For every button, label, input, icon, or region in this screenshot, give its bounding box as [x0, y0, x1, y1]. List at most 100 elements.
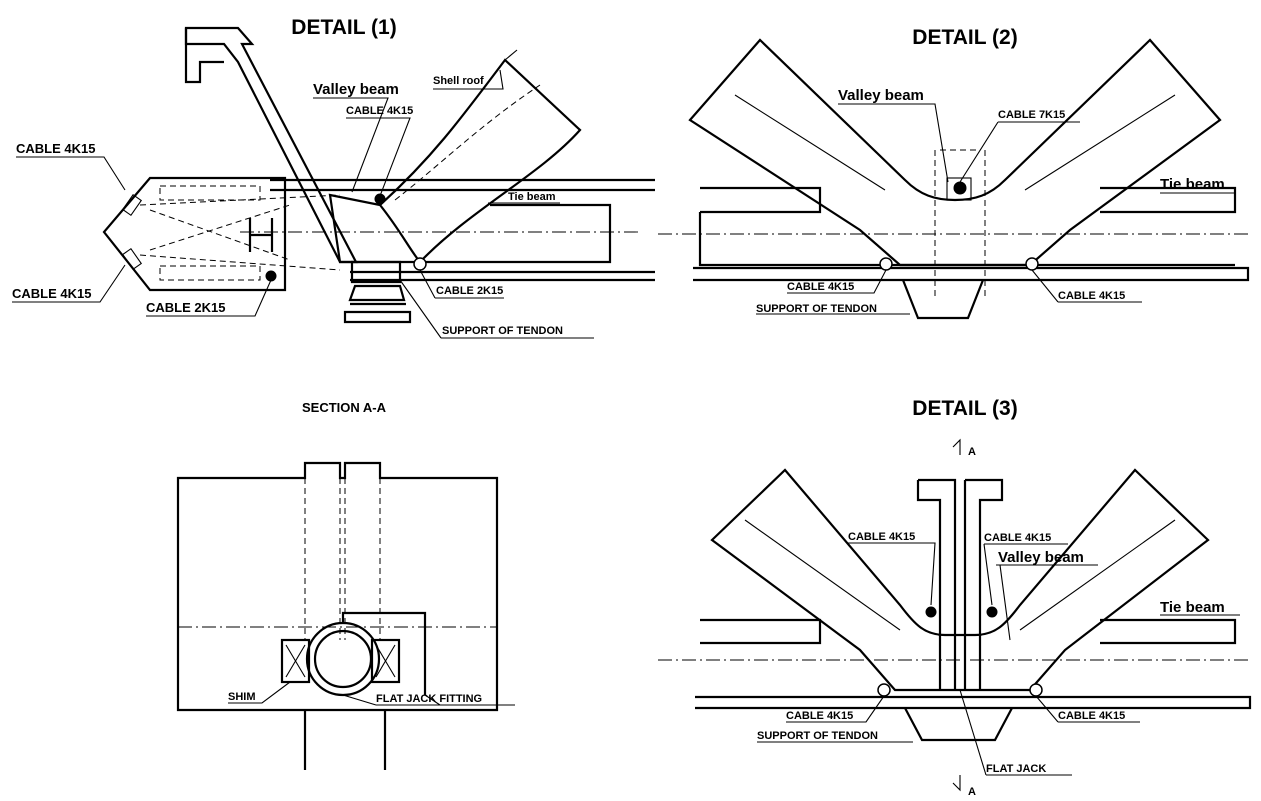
leader — [346, 117, 411, 197]
column-left-flange — [916, 478, 957, 690]
leader — [787, 269, 887, 294]
label-cable-2k15: CABLE 2K15 — [146, 300, 225, 315]
shell-roof-edge — [504, 49, 518, 61]
label-valley-beam: Valley beam — [998, 549, 1084, 566]
support-outline — [904, 707, 1013, 742]
cable-dot — [265, 270, 277, 282]
shell-3 — [710, 468, 1210, 692]
tie-beam-outline — [698, 212, 1235, 267]
leader — [433, 69, 504, 90]
label-tie-beam: Tie beam — [508, 191, 556, 203]
leader — [996, 564, 1098, 641]
label-cable-4k15: CABLE 4K15 — [12, 286, 91, 301]
inclined-column — [184, 26, 358, 264]
leader — [983, 543, 1068, 606]
cable-dot — [374, 193, 386, 205]
leader — [228, 681, 291, 704]
flat-jack-outer — [305, 621, 381, 697]
anchor-tendons — [139, 194, 341, 271]
support-outline — [901, 279, 985, 320]
jack-fitting-pipe — [341, 611, 427, 695]
cable-ring — [1029, 683, 1043, 697]
tie-beam-1 — [270, 178, 655, 282]
leader — [1035, 695, 1140, 723]
support-legs — [303, 710, 387, 770]
shell-left-2 — [688, 38, 1222, 267]
tie-beam-stubs — [700, 186, 1237, 214]
label-tie-beam: Tie beam — [1160, 176, 1225, 193]
label-flat-jack: FLAT JACK — [986, 763, 1046, 775]
label-cable-4k15: CABLE 4K15 — [1058, 710, 1125, 722]
label-flat-jack-fitting: FLAT JACK FITTING — [376, 693, 482, 705]
cable-dot — [953, 181, 967, 195]
label-cable-4k15: CABLE 4K15 — [786, 710, 853, 722]
base-plate — [695, 695, 1252, 710]
label-section-mark: A — [968, 786, 976, 798]
bearing — [343, 284, 412, 324]
label-cable-7k15: CABLE 7K15 — [998, 109, 1065, 121]
leader — [420, 694, 515, 706]
shell-roof-1 — [379, 58, 582, 263]
valley-beam-1 — [328, 193, 423, 264]
cable-dot — [986, 606, 998, 618]
shim-cross — [375, 644, 396, 678]
base-plate — [693, 266, 1250, 282]
label-cable-4k15: CABLE 4K15 — [787, 281, 854, 293]
label-support-of-tendon: SUPPORT OF TENDON — [442, 325, 563, 337]
leader — [342, 694, 420, 706]
detail-2: DETAIL (2) Valley beam CABLE 7K15 Tie be… — [658, 26, 1250, 320]
steel-i-section — [248, 218, 274, 252]
detail-1: DETAIL (1) — [12, 16, 655, 339]
label-valley-beam: Valley beam — [838, 87, 924, 104]
label-section-mark: A — [968, 446, 976, 458]
anchor-head-top — [121, 193, 143, 217]
tendon-support — [350, 260, 402, 284]
leader — [838, 103, 949, 183]
shell-inner-lines — [734, 94, 1176, 191]
leader — [959, 689, 1072, 776]
column-hidden-lines — [304, 478, 381, 640]
section-mark-bottom — [952, 775, 961, 792]
label-tie-beam: Tie beam — [1160, 599, 1225, 616]
label-cable-4k15: CABLE 4K15 — [1058, 290, 1125, 302]
leader — [1031, 269, 1142, 303]
detail-2-title: DETAIL (2) — [912, 26, 1017, 49]
column-right-flange — [963, 478, 1004, 690]
detail-3-title: DETAIL (3) — [912, 397, 1017, 420]
anchor-plate — [946, 177, 972, 201]
shim-cross — [285, 644, 306, 678]
section-outline — [176, 461, 499, 712]
cable-ring — [877, 683, 891, 697]
section-a-a: SECTION A-A SHIM FLAT JACK FITTING — [176, 400, 515, 770]
leader — [848, 542, 936, 606]
leader — [419, 269, 504, 299]
label-cable-4k15: CABLE 4K15 — [848, 531, 915, 543]
leader — [786, 695, 885, 723]
cable-ring — [1025, 257, 1039, 271]
cable-ring — [413, 257, 427, 271]
shim-left — [280, 638, 311, 684]
shell-roof-tendon — [394, 84, 541, 201]
label-shell-roof: Shell roof — [433, 75, 484, 87]
label-support-of-tendon: SUPPORT OF TENDON — [756, 303, 877, 315]
anchor-block — [102, 176, 287, 292]
anchor-head-bottom — [121, 247, 143, 271]
label-valley-beam: Valley beam — [313, 81, 399, 98]
section-mark-top — [952, 438, 961, 455]
label-cable-4k15: CABLE 4K15 — [984, 532, 1051, 544]
label-cable-2k15: CABLE 2K15 — [436, 285, 503, 297]
flat-jack-inner — [313, 629, 373, 689]
leader — [146, 279, 272, 317]
label-shim: SHIM — [228, 691, 256, 703]
detail-3: DETAIL (3) A A CABLE 4K15 CABLE 4K15 Val… — [658, 397, 1252, 798]
section-a-a-title: SECTION A-A — [302, 400, 387, 415]
anchor-ducts — [159, 185, 261, 281]
column-hook — [184, 28, 224, 84]
label-cable-4k15: CABLE 4K15 — [346, 105, 413, 117]
leader — [16, 156, 126, 191]
tie-beam-stubs — [700, 618, 1237, 645]
leader — [12, 264, 126, 303]
shell-inner-lines — [744, 519, 1176, 631]
cable-dot — [925, 606, 937, 618]
